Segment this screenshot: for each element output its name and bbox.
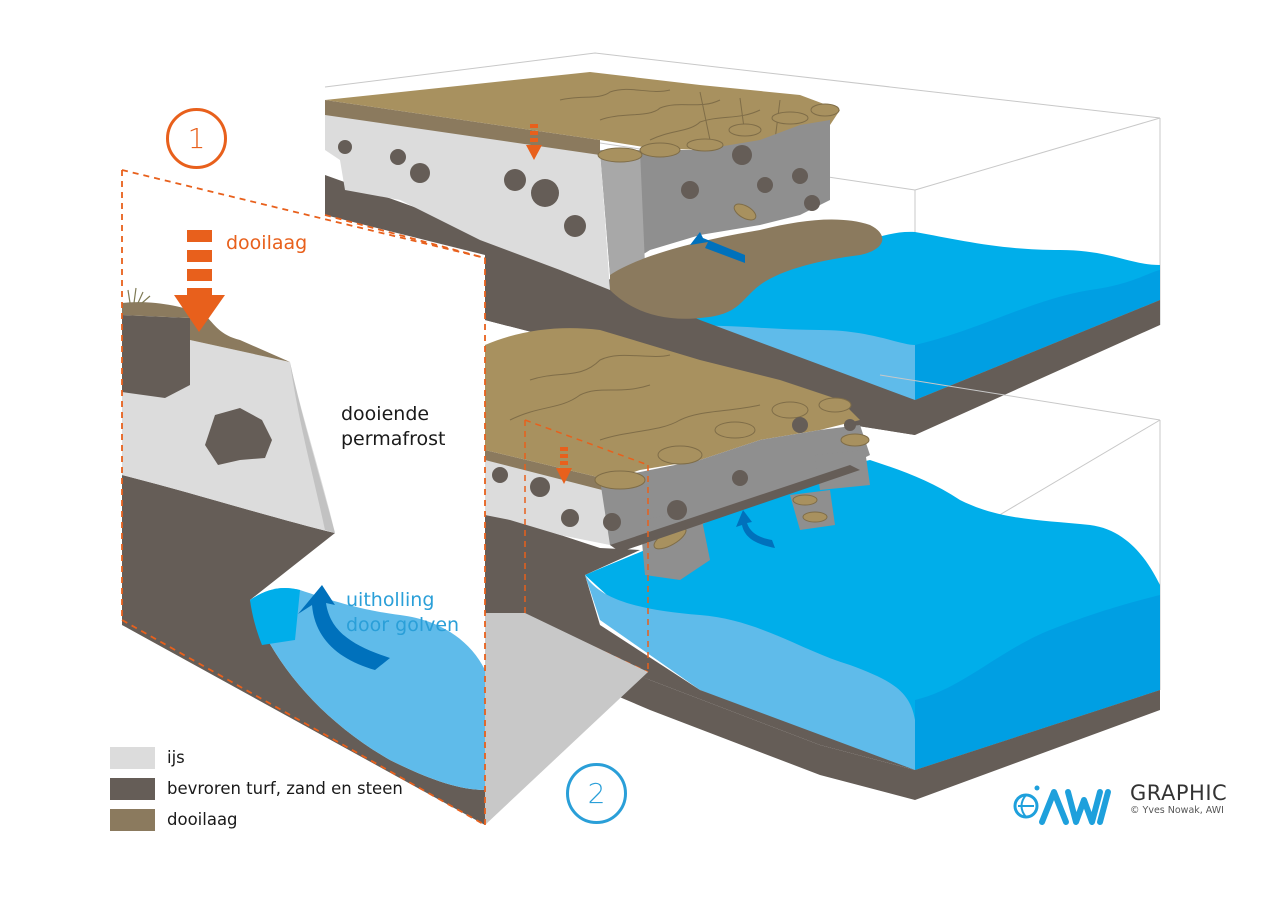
upper-beach (610, 219, 883, 319)
lower-cliff (600, 425, 870, 545)
section-water-edge (250, 588, 300, 645)
active-layer-label: dooilaag (226, 232, 308, 254)
thawing-permafrost-line1: dooiende (341, 403, 430, 425)
legend-swatch-active-layer (110, 808, 155, 831)
lower-sea-front (585, 575, 915, 770)
section-water (250, 588, 485, 790)
thawing-permafrost-line2: permafrost (341, 428, 446, 450)
step-1-number: 1 (187, 122, 206, 155)
lower-ice (485, 455, 610, 545)
projection-wedge (485, 613, 648, 825)
upper-cliff (600, 120, 830, 275)
cross-section (121, 169, 486, 826)
section-erosion-arrow (298, 585, 390, 670)
upper-tundra-blocks (597, 103, 840, 221)
section-rock-middle (205, 408, 272, 465)
section-thaw-arrow (174, 230, 225, 332)
upper-seabed (915, 300, 1160, 435)
logo-credit: © Yves Nowak, AWI (1130, 805, 1224, 816)
section-active-layer (122, 302, 290, 362)
lower-sea-deep (915, 595, 1160, 770)
lower-active-layer-edge (485, 450, 610, 492)
upper-cliff-highlight (600, 150, 645, 275)
section-dashed-outline (121, 169, 486, 826)
lower-frozen-ground (485, 500, 915, 770)
step-1-badge: 1 (166, 108, 227, 169)
thawing-permafrost-label: dooiende permafrost (341, 402, 445, 452)
lower-tundra-surface (485, 328, 860, 480)
logo-title: GRAPHIC (1130, 781, 1228, 805)
legend: ijs bevroren turf, zand en steen dooilaa… (110, 742, 403, 835)
awi-globe-icon (1013, 785, 1111, 825)
lower-block (485, 328, 1161, 800)
lower-seabed (915, 690, 1160, 800)
upper-thaw-arrow (526, 124, 542, 160)
step-2-number: 2 (587, 777, 606, 810)
upper-sea-deep (915, 270, 1160, 400)
awi-logo: GRAPHIC © Yves Nowak, AWI (1012, 782, 1227, 830)
legend-swatch-ice (110, 746, 155, 769)
legend-item-active-layer: dooilaag (110, 804, 403, 835)
lower-cliff-base (610, 465, 860, 552)
legend-item-ice: ijs (110, 742, 403, 773)
wave-erosion-label: uitholling door golven (346, 588, 459, 638)
upper-tundra-surface (325, 72, 840, 155)
lower-wave-arrow (736, 510, 775, 548)
grass-tuft-icon (127, 287, 151, 304)
lower-fallen-blocks (640, 450, 870, 580)
section-rock-top (122, 315, 190, 398)
legend-label-active-layer: dooilaag (167, 810, 238, 829)
lower-rocks (492, 417, 856, 531)
section-frozen-ground (122, 475, 485, 825)
step-2-badge: 2 (566, 763, 627, 824)
wave-erosion-line1: uitholling (346, 589, 435, 611)
legend-swatch-frozen-ground (110, 777, 155, 800)
legend-item-frozen-ground: bevroren turf, zand en steen (110, 773, 403, 804)
lower-tundra-blocks (594, 397, 870, 550)
legend-label-frozen-ground: bevroren turf, zand en steen (167, 779, 403, 798)
upper-rocks (338, 140, 820, 237)
upper-wave-arrow (690, 232, 745, 263)
legend-label-ice: ijs (167, 748, 185, 767)
wave-erosion-line2: door golven (346, 614, 460, 636)
lower-ice-wedge-cracks (509, 354, 761, 441)
logo-text: GRAPHIC © Yves Nowak, AWI (1130, 782, 1227, 818)
lower-thaw-arrow (556, 447, 572, 484)
